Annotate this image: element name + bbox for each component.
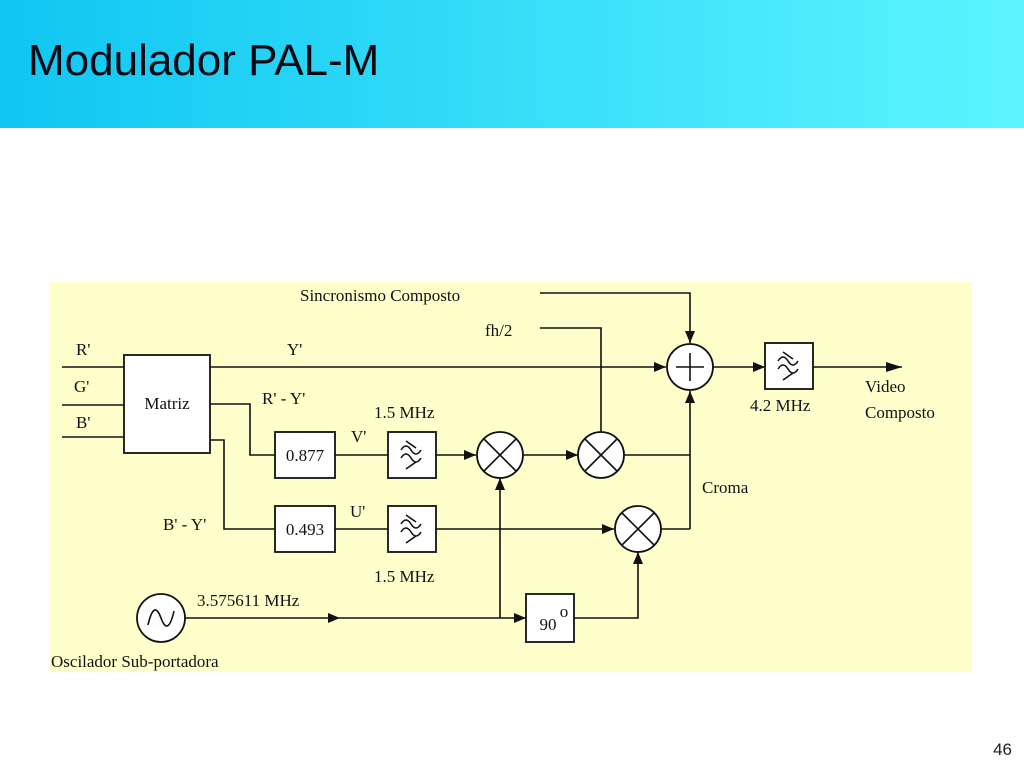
luma-arrow: [654, 362, 666, 372]
lpf-u-block: [387, 505, 437, 553]
multiplier-u-x2: [621, 512, 655, 546]
slide-title: Modulador PAL-M: [28, 36, 380, 85]
title-bar: [0, 0, 1024, 128]
phase-label: 90: [540, 615, 557, 634]
by-line: [210, 439, 275, 530]
lpf-u-icon: [400, 514, 422, 544]
u-filter-out-arrow: [602, 524, 614, 534]
phase-shift-block: [525, 593, 575, 643]
v-filter-out-arrow: [464, 450, 476, 460]
lpf-v-block: [387, 431, 437, 479]
output-arrow: [886, 362, 902, 372]
b-input-label: B': [76, 413, 90, 432]
matrix-block: [123, 354, 211, 454]
output-label-1: Video: [865, 377, 906, 396]
osc-freq-label: 3.575611 MHz: [197, 591, 300, 610]
lp-out-label: 4.2 MHz: [750, 396, 811, 415]
gain-v-label: 0.877: [286, 446, 325, 465]
croma-arrow: [685, 391, 695, 403]
gain-u-label: 0.493: [286, 520, 324, 539]
adder-out-arrow: [753, 362, 765, 372]
mult-v-out-arrow: [566, 450, 578, 460]
v-label: V': [351, 427, 366, 446]
fh2-label: fh/2: [485, 321, 512, 340]
ry-label: R' - Y': [262, 389, 305, 408]
carrier-v-arrow: [495, 478, 505, 490]
lpf-v-icon: [400, 440, 422, 470]
bw-bottom-label: 1.5 MHz: [374, 567, 435, 586]
page-number: 46: [993, 740, 1012, 759]
by-label: B' - Y': [163, 515, 206, 534]
multiplier-v-x2: [483, 438, 517, 472]
multiplier-fh2-x2: [584, 438, 618, 472]
ry-line: [210, 403, 275, 456]
gain-v-block: [274, 431, 336, 479]
r-input-label: R': [76, 340, 90, 359]
sine-wave-icon: [147, 609, 175, 627]
y-label: Y': [287, 340, 302, 359]
bw-top-label: 1.5 MHz: [374, 403, 435, 422]
croma-label: Croma: [702, 478, 749, 497]
osc-out-arrow: [328, 613, 340, 623]
diagram-panel: [50, 282, 972, 672]
sync-arrow: [685, 331, 695, 343]
u-label: U': [350, 502, 365, 521]
gain-u-block: [274, 505, 336, 553]
phase-out-arrow: [633, 552, 643, 564]
sync-label: Sincronismo Composto: [300, 286, 460, 305]
osc-label: Oscilador Sub-portadora: [51, 652, 219, 671]
phase-out-line: [574, 552, 639, 619]
g-input-label: G': [74, 377, 89, 396]
phase-degree-label: o: [560, 602, 569, 621]
fh2-line: [540, 327, 602, 432]
output-label-2: Composto: [865, 403, 935, 422]
osc-to-phase-arrow: [514, 613, 526, 623]
lpf-out-icon: [777, 351, 799, 381]
matrix-label: Matriz: [144, 394, 190, 413]
sync-line: [540, 292, 691, 343]
lpf-out-block: [764, 342, 814, 390]
